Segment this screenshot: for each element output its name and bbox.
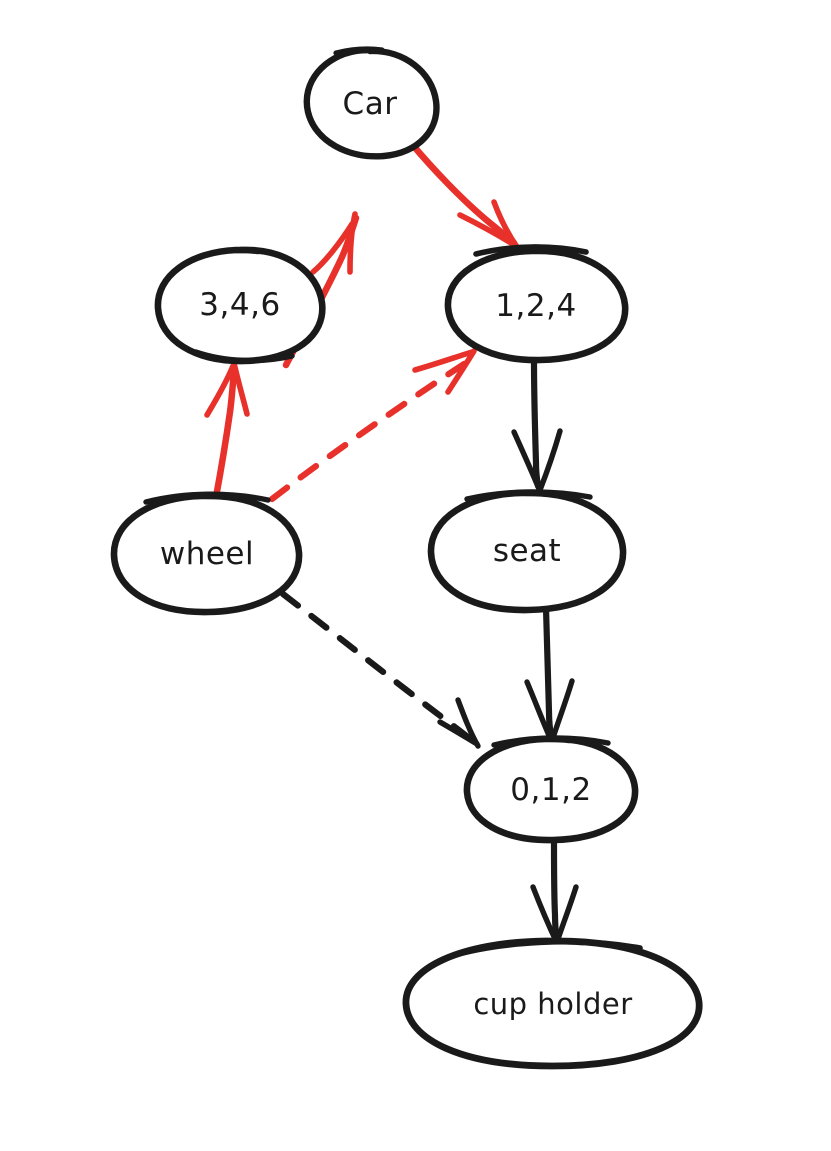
edge-seat-to-012[interactable] [524,604,575,744]
edge-car-to-124[interactable] [407,139,520,250]
node-124[interactable]: 1,2,4 [444,244,629,364]
node-wheel[interactable]: wheel [110,491,303,616]
node-346[interactable]: 3,4,6 [154,246,326,365]
node-012[interactable]: 0,1,2 [463,735,639,844]
edge-wheel-to-346[interactable] [204,360,250,501]
edge-012-to-cupholder[interactable] [530,837,579,945]
node-seat-label: seat [493,533,561,569]
edge-124-to-seat[interactable] [511,357,563,493]
node-wheel-label: wheel [160,536,254,572]
edge-wheel-to-012[interactable] [279,590,481,749]
node-cupholder-label: cup holder [473,987,632,1021]
node-seat[interactable]: seat [427,489,627,614]
node-car[interactable]: Car [303,46,440,160]
node-346-label: 3,4,6 [199,287,280,323]
node-cupholder[interactable]: cup holder [402,937,703,1070]
node-car-label: Car [343,86,398,122]
node-124-label: 1,2,4 [495,288,576,324]
edge-wheel-to-124[interactable] [268,348,477,503]
node-012-label: 0,1,2 [510,772,591,808]
